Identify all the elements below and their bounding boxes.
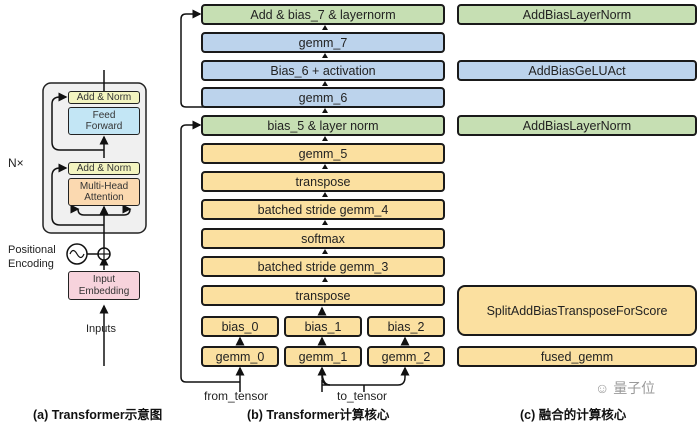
add-bias-layernorm-top-kernel: AddBiasLayerNorm bbox=[457, 4, 697, 25]
stack-block: gemm_5 bbox=[201, 143, 445, 164]
stack-block: gemm_6 bbox=[201, 87, 445, 108]
fused-gemm-kernel: fused_gemm bbox=[457, 346, 697, 367]
flow-arrow-icon bbox=[322, 249, 328, 254]
from-tensor-label: from_tensor bbox=[204, 389, 269, 403]
stack-block: bias_5 & layer norm bbox=[201, 115, 445, 136]
flow-arrow-icon bbox=[322, 277, 328, 282]
caption-c: (c) 融合的计算核心 bbox=[520, 408, 627, 422]
flow-arrow-icon bbox=[322, 192, 328, 197]
positional-encoding-label: Positional Encoding bbox=[8, 244, 56, 271]
add-norm-top-block: Add & Norm bbox=[68, 91, 140, 104]
add-bias-layernorm-mid-kernel: AddBiasLayerNorm bbox=[457, 115, 697, 136]
gemm-1-block: gemm_1 bbox=[284, 346, 362, 367]
add-norm-bottom-block: Add & Norm bbox=[68, 162, 140, 175]
stack-block: Add & bias_7 & layernorm bbox=[201, 4, 445, 25]
stack-block: transpose bbox=[201, 285, 445, 306]
bias-2-block: bias_2 bbox=[367, 316, 445, 337]
add-bias-gelu-act-kernel: AddBiasGeLUAct bbox=[457, 60, 697, 81]
repeat-label: N× bbox=[8, 156, 24, 170]
bias-1-block: bias_1 bbox=[284, 316, 362, 337]
split-add-bias-transpose-kernel: SplitAddBiasTransposeForScore bbox=[457, 285, 697, 336]
gemm-2-block: gemm_2 bbox=[367, 346, 445, 367]
stack-block: Bias_6 + activation bbox=[201, 60, 445, 81]
stack-block: batched stride gemm_3 bbox=[201, 256, 445, 277]
feed-forward-block: Feed Forward bbox=[68, 107, 140, 135]
flow-arrow-icon bbox=[322, 81, 328, 86]
flow-arrow-icon bbox=[322, 164, 328, 169]
flow-arrow-icon bbox=[322, 53, 328, 58]
caption-b: (b) Transformer计算核心 bbox=[247, 408, 390, 422]
wechat-icon: ☺ bbox=[595, 380, 614, 396]
flow-arrow-icon bbox=[322, 25, 328, 30]
flow-arrow-icon bbox=[322, 108, 328, 113]
inputs-label: Inputs bbox=[86, 323, 116, 335]
bias-0-block: bias_0 bbox=[201, 316, 279, 337]
stack-block: gemm_7 bbox=[201, 32, 445, 53]
watermark: ☺ 量子位 bbox=[595, 380, 656, 396]
to-tensor-label: to_tensor bbox=[337, 389, 388, 403]
caption-a: (a) Transformer示意图 bbox=[33, 408, 163, 422]
stack-block: batched stride gemm_4 bbox=[201, 199, 445, 220]
flow-arrow-icon bbox=[322, 136, 328, 141]
flow-arrow-icon bbox=[322, 220, 328, 225]
input-embedding-block: Input Embedding bbox=[68, 271, 140, 300]
gemm-0-block: gemm_0 bbox=[201, 346, 279, 367]
stack-block: transpose bbox=[201, 171, 445, 192]
multi-head-attention-block: Multi-Head Attention bbox=[68, 178, 140, 206]
stack-block: softmax bbox=[201, 228, 445, 249]
